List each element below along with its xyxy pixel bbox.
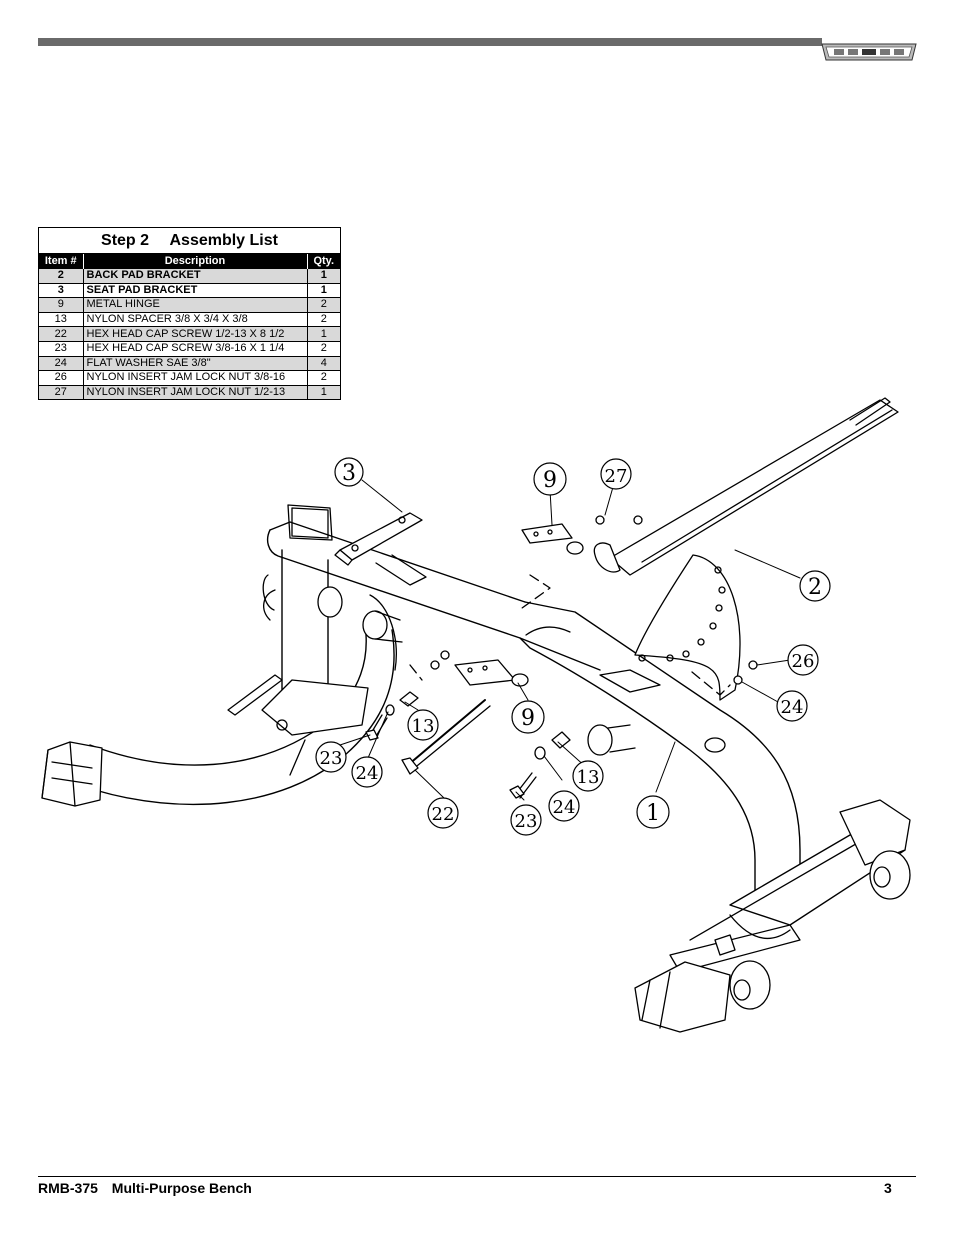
assembly-list-heading: Assembly List <box>169 232 278 249</box>
item-number: 2 <box>39 268 83 284</box>
step-label: Step 2 <box>101 232 150 249</box>
left-foot-cap <box>41 741 103 807</box>
item-description: HEX HEAD CAP SCREW 3/8-16 X 1 1/4 <box>82 340 307 357</box>
callout-label: 1 <box>646 801 660 826</box>
item-description: NYLON SPACER 3/8 X 3/4 X 3/8 <box>82 311 307 327</box>
table-row: 3 SEAT PAD BRACKET 1 <box>39 282 340 298</box>
item-number: 26 <box>39 370 83 386</box>
item-qty: 4 <box>306 355 340 371</box>
item-number: 27 <box>39 384 83 400</box>
vertical-post <box>227 504 369 736</box>
item-description: NYLON INSERT JAM LOCK NUT 3/8-16 <box>82 370 307 386</box>
callout-13-right: 13 <box>572 760 604 792</box>
caster-wheels <box>729 850 911 1010</box>
item-qty: 1 <box>306 268 340 284</box>
item-qty: 1 <box>306 326 340 342</box>
callout-label: 9 <box>521 706 535 731</box>
footer-title: RMB-375 Multi-Purpose Bench <box>38 1180 262 1196</box>
product-name: Multi-Purpose Bench <box>111 1180 252 1196</box>
callout-23-left: 23 <box>315 741 347 773</box>
item-number: 9 <box>39 297 83 313</box>
item-description: METAL HINGE <box>82 297 307 313</box>
callout-23-center: 23 <box>510 804 542 836</box>
item-number: 13 <box>39 311 83 327</box>
item-description: SEAT PAD BRACKET <box>82 282 307 298</box>
item-number: 3 <box>39 282 83 298</box>
table-row: 13 NYLON SPACER 3/8 X 3/4 X 3/8 2 <box>39 311 340 327</box>
metal-hinge-upper <box>521 523 584 555</box>
tuffstuff-logo-icon <box>820 40 918 64</box>
callout-9-lower: 9 <box>511 700 545 734</box>
item-number: 24 <box>39 355 83 371</box>
adjustment-knob <box>317 586 636 756</box>
main-frame-beam <box>266 521 801 911</box>
table-row: 26 NYLON INSERT JAM LOCK NUT 3/8-16 2 <box>39 370 340 386</box>
header-description: Description <box>82 254 307 269</box>
header-bar <box>38 38 822 46</box>
item-qty: 2 <box>306 340 340 357</box>
alignment-guides <box>409 574 731 696</box>
item-qty: 2 <box>306 297 340 313</box>
item-qty: 2 <box>306 311 340 327</box>
callout-2: 2 <box>799 570 831 602</box>
item-qty: 2 <box>306 370 340 386</box>
callout-label: 24 <box>356 763 379 784</box>
item-number: 23 <box>39 340 83 357</box>
callout-label: 24 <box>781 697 804 718</box>
callout-24-center: 24 <box>548 790 580 822</box>
back-pad-bracket <box>593 397 899 701</box>
seat-pad-bracket <box>334 512 427 586</box>
callout-label: 23 <box>320 748 343 769</box>
callout-label: 2 <box>808 575 822 600</box>
callout-label: 24 <box>553 797 576 818</box>
callout-3: 3 <box>334 457 364 487</box>
callout-13-left: 13 <box>407 709 439 741</box>
callout-27: 27 <box>600 458 632 490</box>
callout-label: 3 <box>342 461 356 486</box>
table-row: 23 HEX HEAD CAP SCREW 3/8-16 X 1 1/4 2 <box>39 340 340 357</box>
callout-label: 13 <box>577 767 600 788</box>
callout-label: 23 <box>515 811 538 832</box>
callout-22: 22 <box>427 797 459 829</box>
callout-label: 26 <box>792 651 815 672</box>
callout-26: 26 <box>787 644 819 676</box>
header-item: Item # <box>39 254 83 269</box>
callout-9-upper: 9 <box>533 462 567 496</box>
callout-1: 1 <box>636 795 670 829</box>
callout-label: 22 <box>432 804 455 825</box>
item-number: 22 <box>39 326 83 342</box>
item-qty: 1 <box>306 384 340 400</box>
model-number: RMB-375 <box>38 1180 98 1196</box>
item-description: HEX HEAD CAP SCREW 1/2-13 X 8 1/2 <box>82 326 307 342</box>
callout-label: 9 <box>543 468 557 493</box>
small-fasteners <box>365 515 758 799</box>
footer-rule <box>38 1176 916 1177</box>
assembly-list: Step 2 Assembly List Item # Description … <box>38 227 341 401</box>
table-row: 24 FLAT WASHER SAE 3/8" 4 <box>39 355 340 371</box>
table-row: 22 HEX HEAD CAP SCREW 1/2-13 X 8 1/2 1 <box>39 326 340 342</box>
callout-24-right: 24 <box>776 690 808 722</box>
page-number: 3 <box>884 1180 892 1196</box>
item-description: NYLON INSERT JAM LOCK NUT 1/2-13 <box>82 384 307 400</box>
hex-head-cap-screw-22 <box>401 699 491 775</box>
callout-24-left: 24 <box>351 756 383 788</box>
parts-table: Item # Description Qty. 2 BACK PAD BRACK… <box>39 254 340 400</box>
item-description: BACK PAD BRACKET <box>82 268 307 284</box>
table-row: 2 BACK PAD BRACKET 1 <box>39 268 340 284</box>
item-description: FLAT WASHER SAE 3/8" <box>82 355 307 371</box>
callout-label: 13 <box>412 716 435 737</box>
callout-leaders <box>339 479 801 801</box>
callout-label: 27 <box>605 466 628 487</box>
header-qty: Qty. <box>306 254 340 269</box>
table-row: 27 NYLON INSERT JAM LOCK NUT 1/2-13 1 <box>39 384 340 400</box>
exploded-assembly-diagram <box>30 380 930 1040</box>
table-row: 9 METAL HINGE 2 <box>39 297 340 313</box>
assembly-list-title: Step 2 Assembly List <box>39 228 340 254</box>
right-foot-cap <box>634 799 911 1033</box>
item-qty: 1 <box>306 282 340 298</box>
